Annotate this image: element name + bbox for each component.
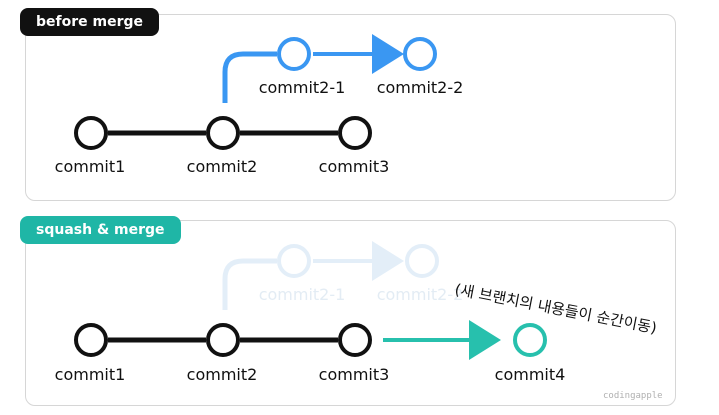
commit4-label: commit4 (495, 365, 566, 384)
commit2-2-node (403, 37, 437, 71)
commit4-node (513, 323, 547, 357)
before-merge-tag: before merge (20, 8, 160, 36)
commit2-label: commit2 (187, 157, 258, 176)
commit2-node (206, 116, 240, 150)
commit1-label-after: commit1 (55, 365, 126, 384)
commit2-2-label: commit2-2 (377, 78, 464, 97)
codingapple-watermark: codingapple (603, 391, 663, 401)
faded-branch-line (222, 258, 277, 310)
faded-commit2-2-label: commit2-2 (377, 285, 464, 304)
faded-commit2-1-node (277, 244, 311, 278)
branch-line (222, 51, 277, 103)
faded-commit2-1-label: commit2-1 (259, 285, 346, 304)
commit1-label: commit1 (55, 157, 126, 176)
commit2-node-after (206, 323, 240, 357)
faded-commit2-2-node (405, 244, 439, 278)
commit3-node-after (338, 323, 372, 357)
commit3-label: commit3 (319, 157, 390, 176)
teleport-note: (새 브랜치의 내용들이 순간이동) (453, 280, 658, 337)
commit2-label-after: commit2 (187, 365, 258, 384)
commit3-label-after: commit3 (319, 365, 390, 384)
commit1-node-after (74, 323, 108, 357)
commit2-1-label: commit2-1 (259, 78, 346, 97)
squash-merge-panel (25, 220, 676, 406)
before-merge-panel (25, 14, 676, 201)
commit3-node (338, 116, 372, 150)
commit1-node (74, 116, 108, 150)
commit2-1-node (277, 37, 311, 71)
squash-merge-tag: squash & merge (20, 216, 181, 244)
